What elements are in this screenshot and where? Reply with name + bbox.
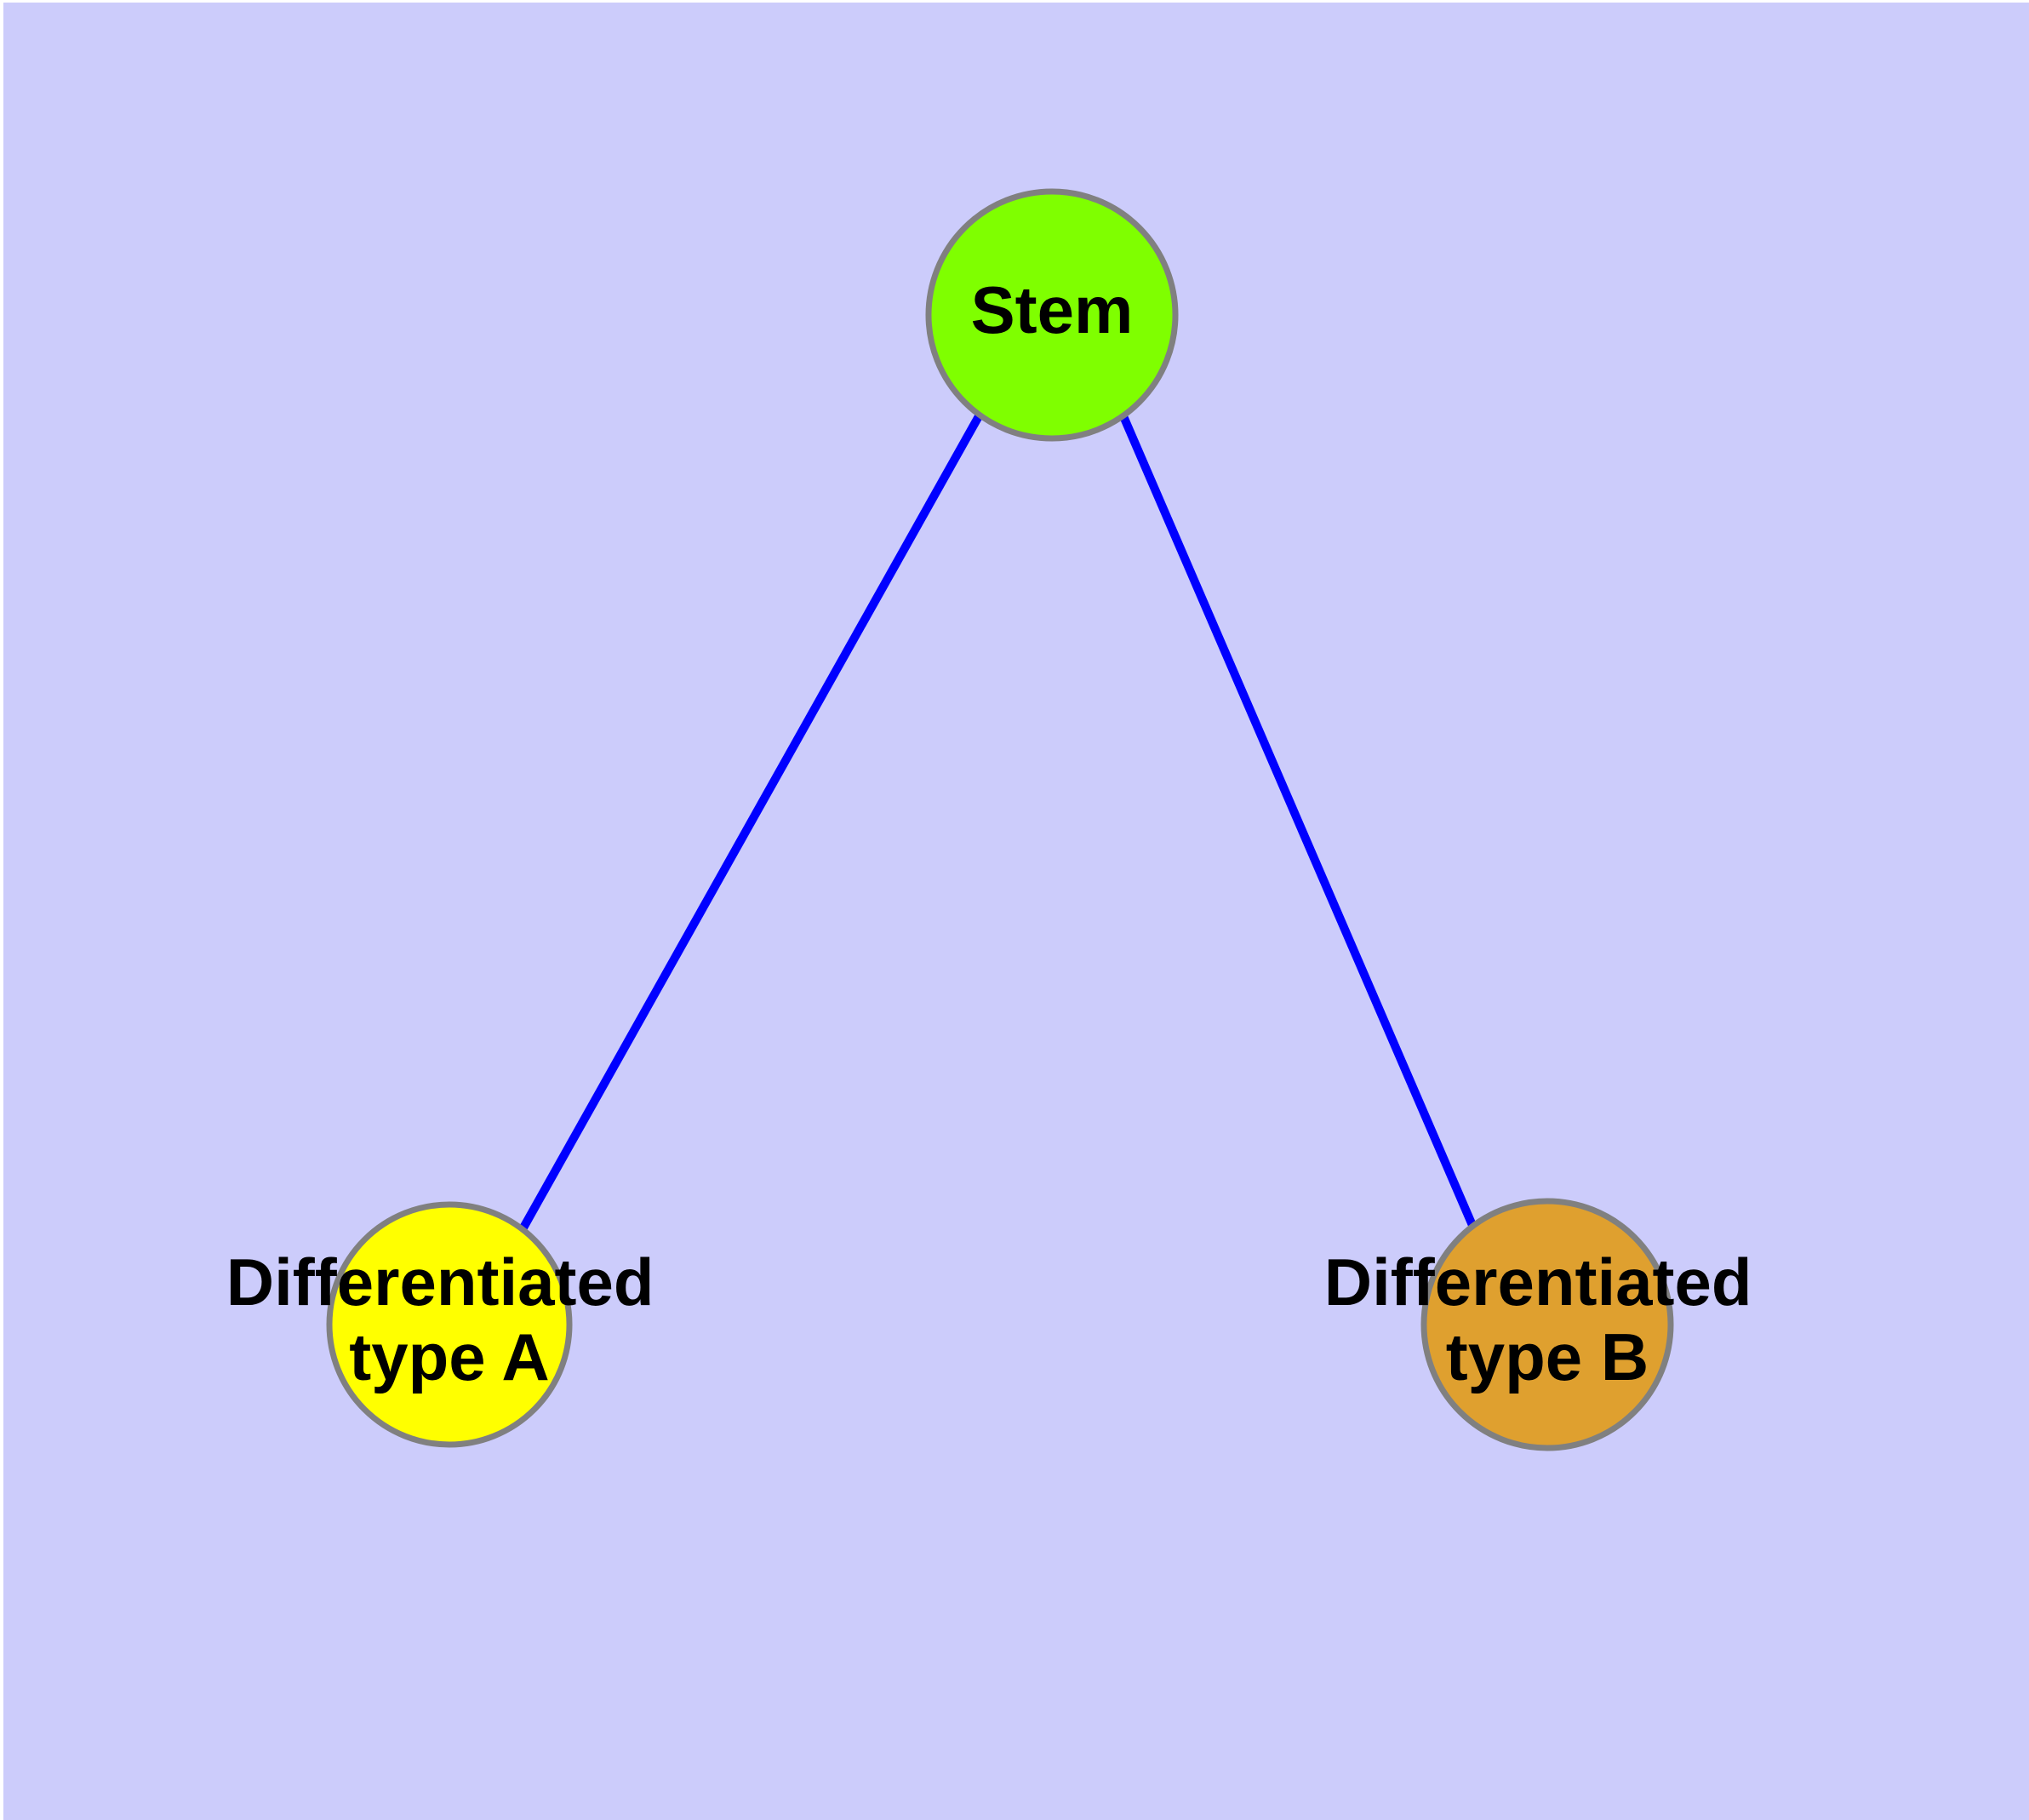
node-differentiated-type-b-label-line-1: Differentiated [1324,1245,1752,1319]
node-stem-label-line-1: Stem [971,272,1134,347]
node-differentiated-type-a[interactable] [326,1201,573,1448]
node-stem[interactable] [925,188,1179,442]
node-differentiated-type-a-label-line-2: type A [349,1319,550,1394]
node-stem-circle[interactable] [925,188,1179,442]
node-differentiated-type-b-label-line-2: type B [1446,1319,1649,1394]
node-differentiated-type-a-label: Differentiated type A [226,1245,672,1394]
edge-stem-to-differentiated-type-b[interactable] [1119,415,1478,1231]
node-layer [326,188,1674,1451]
node-differentiated-type-b-circle[interactable] [1420,1198,1674,1451]
node-differentiated-type-b[interactable] [1420,1198,1674,1451]
node-differentiated-type-b-label: Differentiated type B [1324,1245,1770,1394]
edge-layer [518,414,1478,1232]
node-differentiated-type-a-circle[interactable] [326,1201,573,1448]
node-stem-label: Stem [971,272,1134,347]
edge-stem-to-differentiated-type-a[interactable] [518,414,983,1232]
label-layer: Stem Differentiated type A Differentiate… [226,272,1770,1394]
node-differentiated-type-a-label-line-1: Differentiated [226,1245,654,1319]
